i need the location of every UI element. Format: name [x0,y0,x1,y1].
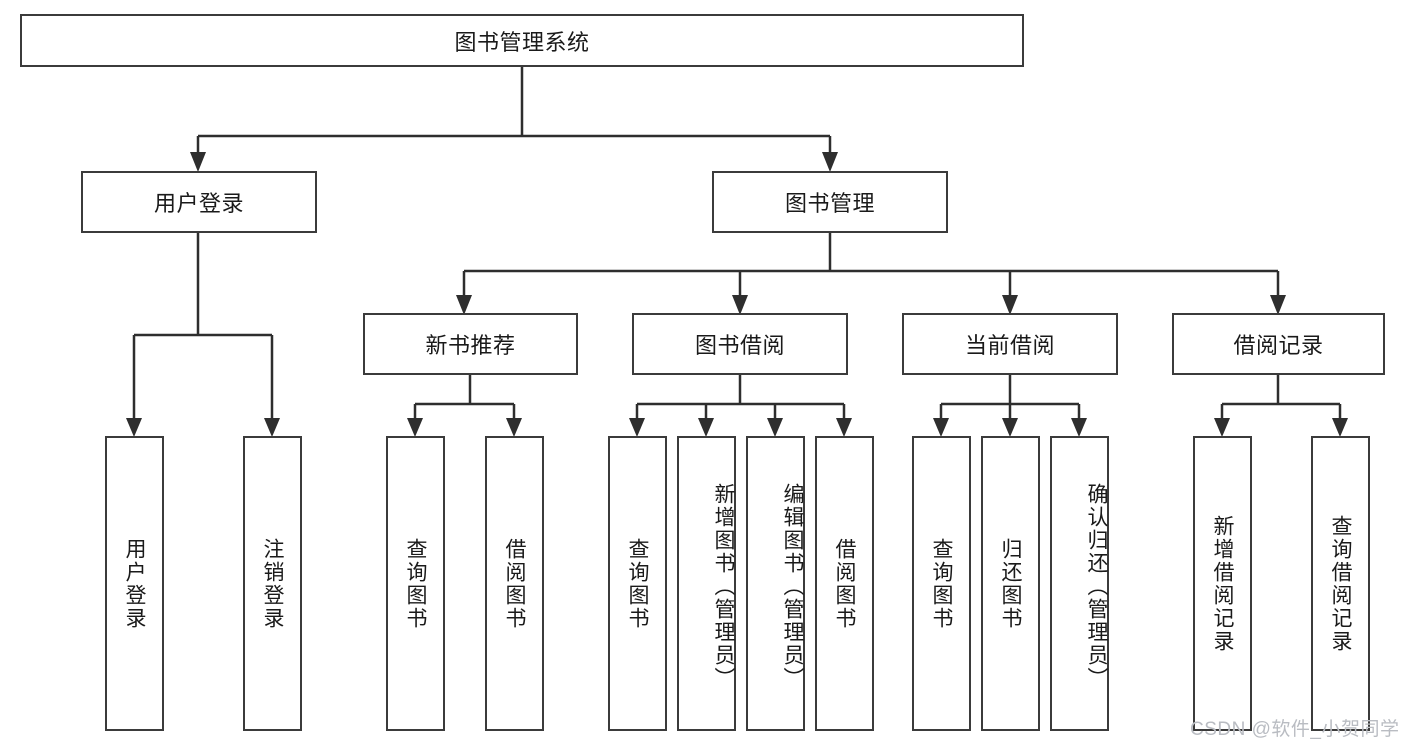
node-borrow-record[interactable]: 借阅记录 [1172,313,1385,375]
node-leaf-add-book[interactable]: 新增图书（管理员） [677,436,736,731]
node-label: 借阅记录 [1233,333,1324,358]
node-label: 借阅图书 [503,537,526,630]
node-label: 确认归还（管理员） [1085,483,1108,690]
watermark-text: CSDN @软件_小贺同学 [1190,719,1400,740]
node-leaf-edit-book[interactable]: 编辑图书（管理员） [746,436,805,731]
node-label: 借阅图书 [833,537,856,630]
node-leaf-query-book-3[interactable]: 查询图书 [912,436,971,731]
node-book-borrow[interactable]: 图书借阅 [632,313,848,375]
node-leaf-confirm-return[interactable]: 确认归还（管理员） [1050,436,1109,731]
node-label: 图书管理 [784,191,875,216]
node-user-login[interactable]: 用户登录 [81,171,317,233]
node-label: 用户登录 [153,191,244,216]
node-leaf-query-book-1[interactable]: 查询图书 [386,436,445,731]
node-leaf-borrow-book-2[interactable]: 借阅图书 [815,436,874,731]
node-leaf-borrow-book-1[interactable]: 借阅图书 [485,436,544,731]
node-label: 查询图书 [626,537,649,630]
node-label: 当前借阅 [964,333,1055,358]
node-leaf-add-record[interactable]: 新增借阅记录 [1193,436,1252,731]
node-new-book-recommend[interactable]: 新书推荐 [363,313,578,375]
node-root-system[interactable]: 图书管理系统 [20,14,1024,67]
node-label: 查询图书 [404,537,427,630]
node-label: 归还图书 [999,537,1022,630]
node-label: 新书推荐 [425,333,516,358]
node-label: 注销登录 [261,537,284,630]
node-label: 新增图书（管理员） [712,483,735,690]
node-label: 新增借阅记录 [1211,514,1234,653]
node-leaf-return-book[interactable]: 归还图书 [981,436,1040,731]
node-label: 用户登录 [123,537,146,630]
node-label: 查询图书 [930,537,953,630]
node-leaf-query-book-2[interactable]: 查询图书 [608,436,667,731]
node-current-borrow[interactable]: 当前借阅 [902,313,1118,375]
node-leaf-query-record[interactable]: 查询借阅记录 [1311,436,1370,731]
node-label: 编辑图书（管理员） [781,483,804,690]
node-leaf-user-login[interactable]: 用户登录 [105,436,164,731]
node-label: 图书借阅 [694,333,785,358]
node-label: 查询借阅记录 [1329,514,1352,653]
node-leaf-user-logout[interactable]: 注销登录 [243,436,302,731]
node-label: 图书管理系统 [454,29,590,55]
node-book-manage[interactable]: 图书管理 [712,171,948,233]
